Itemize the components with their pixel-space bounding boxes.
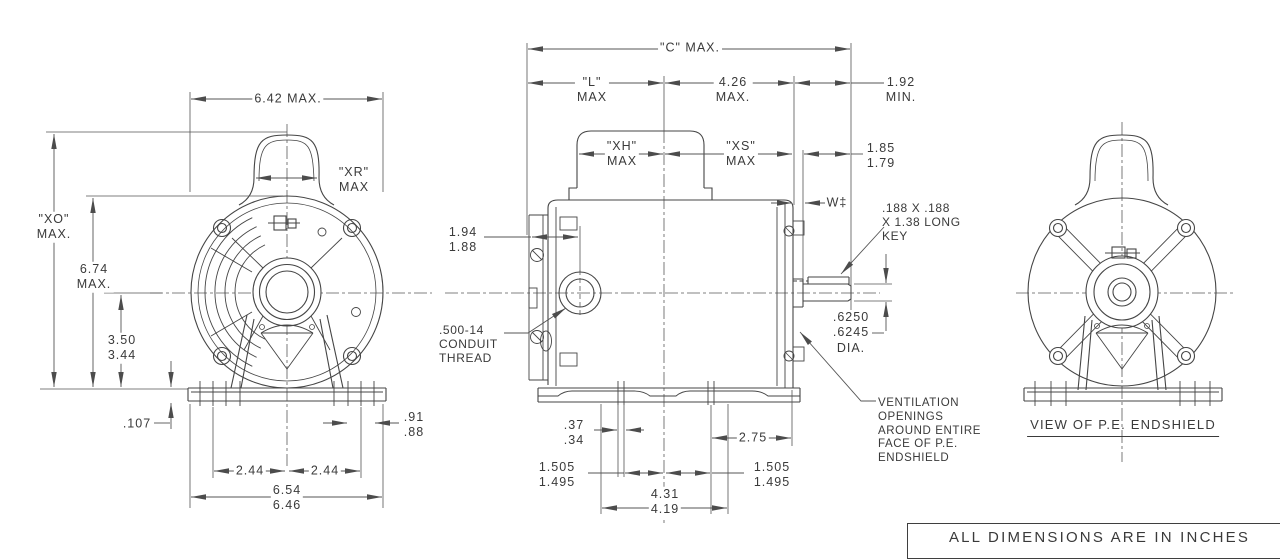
dim-xr-label: "XR" MAX <box>338 164 370 194</box>
dim-bolt-left-label: 2.44 <box>233 463 267 479</box>
dim-bolt-right-label: 2.44 <box>308 463 342 479</box>
dim-xh-label: "XH" MAX <box>604 138 640 170</box>
dim-shaft-height-label: 3.50 3.44 <box>105 332 139 364</box>
side-view-line-art <box>528 130 852 405</box>
units-note-box: ALL DIMENSIONS ARE IN INCHES <box>907 523 1280 559</box>
dim-xs-label: "XS" MAX <box>723 138 759 170</box>
motor-dimension-drawing: 6.42 MAX. "XR" MAX "XO" MAX. 6.74 MAX. 3… <box>34 40 1280 559</box>
dim-foot-to-face-label: 2.75 <box>736 430 770 446</box>
dim-slot-label: .91 .88 <box>403 409 425 439</box>
dim-c-label: "C" MAX. <box>658 40 722 56</box>
drawing-canvas <box>40 43 1234 525</box>
dim-l-label: "L" MAX <box>574 74 610 106</box>
dim-base-thickness-label: .107 <box>122 416 152 431</box>
ventilation-note: VENTILATION OPENINGS AROUND ENTIRE FACE … <box>878 397 982 465</box>
dim-xo-label: "XO" MAX. <box>34 211 74 243</box>
rear-view-line-art <box>1023 134 1223 406</box>
front-view-line-art <box>187 134 387 406</box>
dim-front-height-label: 6.74 MAX. <box>74 261 114 293</box>
dim-shaft-min-label: 1.92 MIN. <box>885 74 917 104</box>
units-note-text: ALL DIMENSIONS ARE IN INCHES <box>948 529 1251 546</box>
dim-side-bolt-right-label: 1.505 1.495 <box>753 459 791 489</box>
dim-shaft-usable-label: 1.85 1.79 <box>866 140 896 170</box>
dim-front-width-label: 6.42 MAX. <box>252 91 324 107</box>
rear-view-caption: VIEW OF P.E. ENDSHIELD <box>1027 417 1219 437</box>
shaft-dia-note: .6250 .6245 DIA. <box>832 310 870 355</box>
dim-face-to-center-label: 4.26 MAX. <box>713 74 753 106</box>
dim-w-label: W‡ <box>826 195 848 210</box>
dim-conduit-offset-label: 1.94 1.88 <box>448 224 478 254</box>
dim-slot-width-label: .37 .34 <box>563 417 585 447</box>
dim-base-width-label: 6.54 6.46 <box>270 482 304 514</box>
conduit-thread-note: .500-14 CONDUIT THREAD <box>439 323 498 365</box>
dim-bolt-span-label: 4.31 4.19 <box>648 486 682 518</box>
dim-side-bolt-left-label: 1.505 1.495 <box>538 459 576 489</box>
key-note: .188 X .188 X 1.38 LONG KEY <box>882 201 961 243</box>
